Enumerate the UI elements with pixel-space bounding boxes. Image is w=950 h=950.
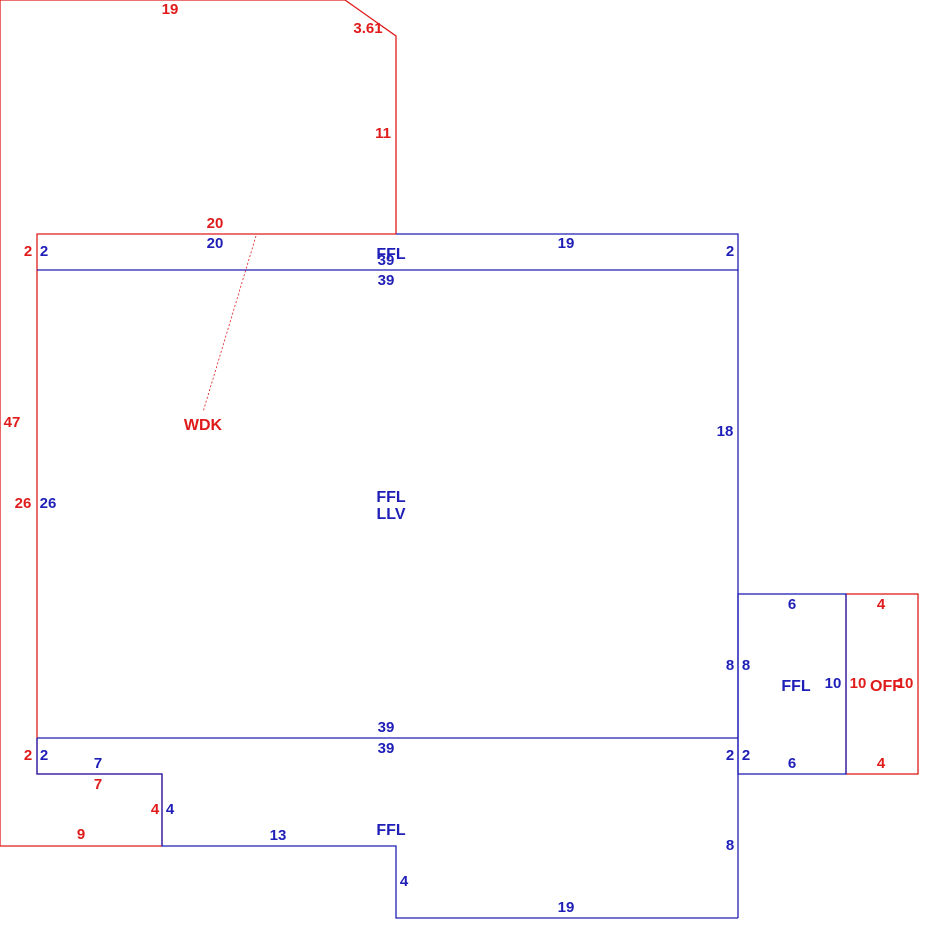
- house-main-left-dim: 26: [40, 495, 57, 512]
- house-main-top-dim: 39: [378, 272, 395, 289]
- house-strip-top-left-dim: 20: [207, 235, 224, 252]
- small-left-right-side-dim: 2: [742, 747, 750, 764]
- main-area-sublabel: LLV: [376, 506, 405, 523]
- house-lower-right-dim: 2: [726, 747, 734, 764]
- deck-outline: [0, 0, 397, 847]
- house-main-right-dim: 18: [717, 423, 734, 440]
- lower-area-label: FFL: [376, 822, 406, 839]
- deck-bottom-step-top-dim: 7: [94, 776, 102, 793]
- off-right-dim: 10: [897, 675, 914, 692]
- deck-shared-top-dim: 20: [207, 215, 224, 232]
- deck-left-main-dim: 26: [15, 495, 32, 512]
- small-top-dim: 6: [788, 596, 796, 613]
- deck-bottom-step-side-dim: 4: [151, 801, 160, 818]
- top-strip-overlap-dim: 39: [378, 252, 395, 269]
- small-room-area-label: FFL: [781, 678, 811, 695]
- small-room-outline: [737, 593, 847, 775]
- deck-diagonal-dim: 3.61: [353, 20, 382, 37]
- small-left-dim: 8: [742, 657, 750, 674]
- house-strip-top-right-dim: 19: [558, 235, 575, 252]
- house-lower-left-dim: 2: [40, 747, 48, 764]
- deck-leader-line: [202, 235, 257, 413]
- house-lower-boundary: [36, 738, 738, 919]
- office-area-label: OFF: [870, 678, 902, 695]
- house-outline: [36, 233, 847, 919]
- house-lower-bottom-dim: 19: [558, 899, 575, 916]
- off-top-dim: 4: [877, 596, 886, 613]
- house-top-strip: [37, 233, 739, 271]
- deck-left-total-dim: 47: [4, 414, 21, 431]
- house-main-right-lower-dim: 8: [726, 657, 734, 674]
- top-strip-area-label: FFL: [376, 246, 406, 263]
- house-lower-right-side-dim: 8: [726, 837, 734, 854]
- house-main-bottom-dim: 39: [378, 719, 395, 736]
- house-lower-step-down-dim: 4: [400, 873, 409, 890]
- off-left-dim: 10: [850, 675, 867, 692]
- small-bottom-dim: 6: [788, 755, 796, 772]
- deck-strip-left-dim: 2: [24, 243, 32, 260]
- main-area-label: FFL: [376, 489, 406, 506]
- deck-bottom-dim: 9: [77, 826, 85, 843]
- house-lower-top-dim: 39: [378, 740, 395, 757]
- house-strip-left-dim: 2: [40, 243, 48, 260]
- deck-right-upper-dim: 11: [375, 125, 391, 142]
- deck-area-label: WDK: [184, 417, 223, 434]
- house-strip-right-dim: 2: [726, 243, 734, 260]
- house-lower-step-top-dim: 7: [94, 755, 102, 772]
- deck-strip-left-bottom-dim: 2: [24, 747, 32, 764]
- deck-top-dim: 19: [162, 1, 179, 18]
- house-lower-mid-dim: 13: [270, 827, 287, 844]
- house-lower-step-side-dim: 4: [166, 801, 175, 818]
- deck-boundary: [0, 0, 397, 847]
- off-bottom-dim: 4: [877, 755, 886, 772]
- small-right-dim: 10: [825, 675, 842, 692]
